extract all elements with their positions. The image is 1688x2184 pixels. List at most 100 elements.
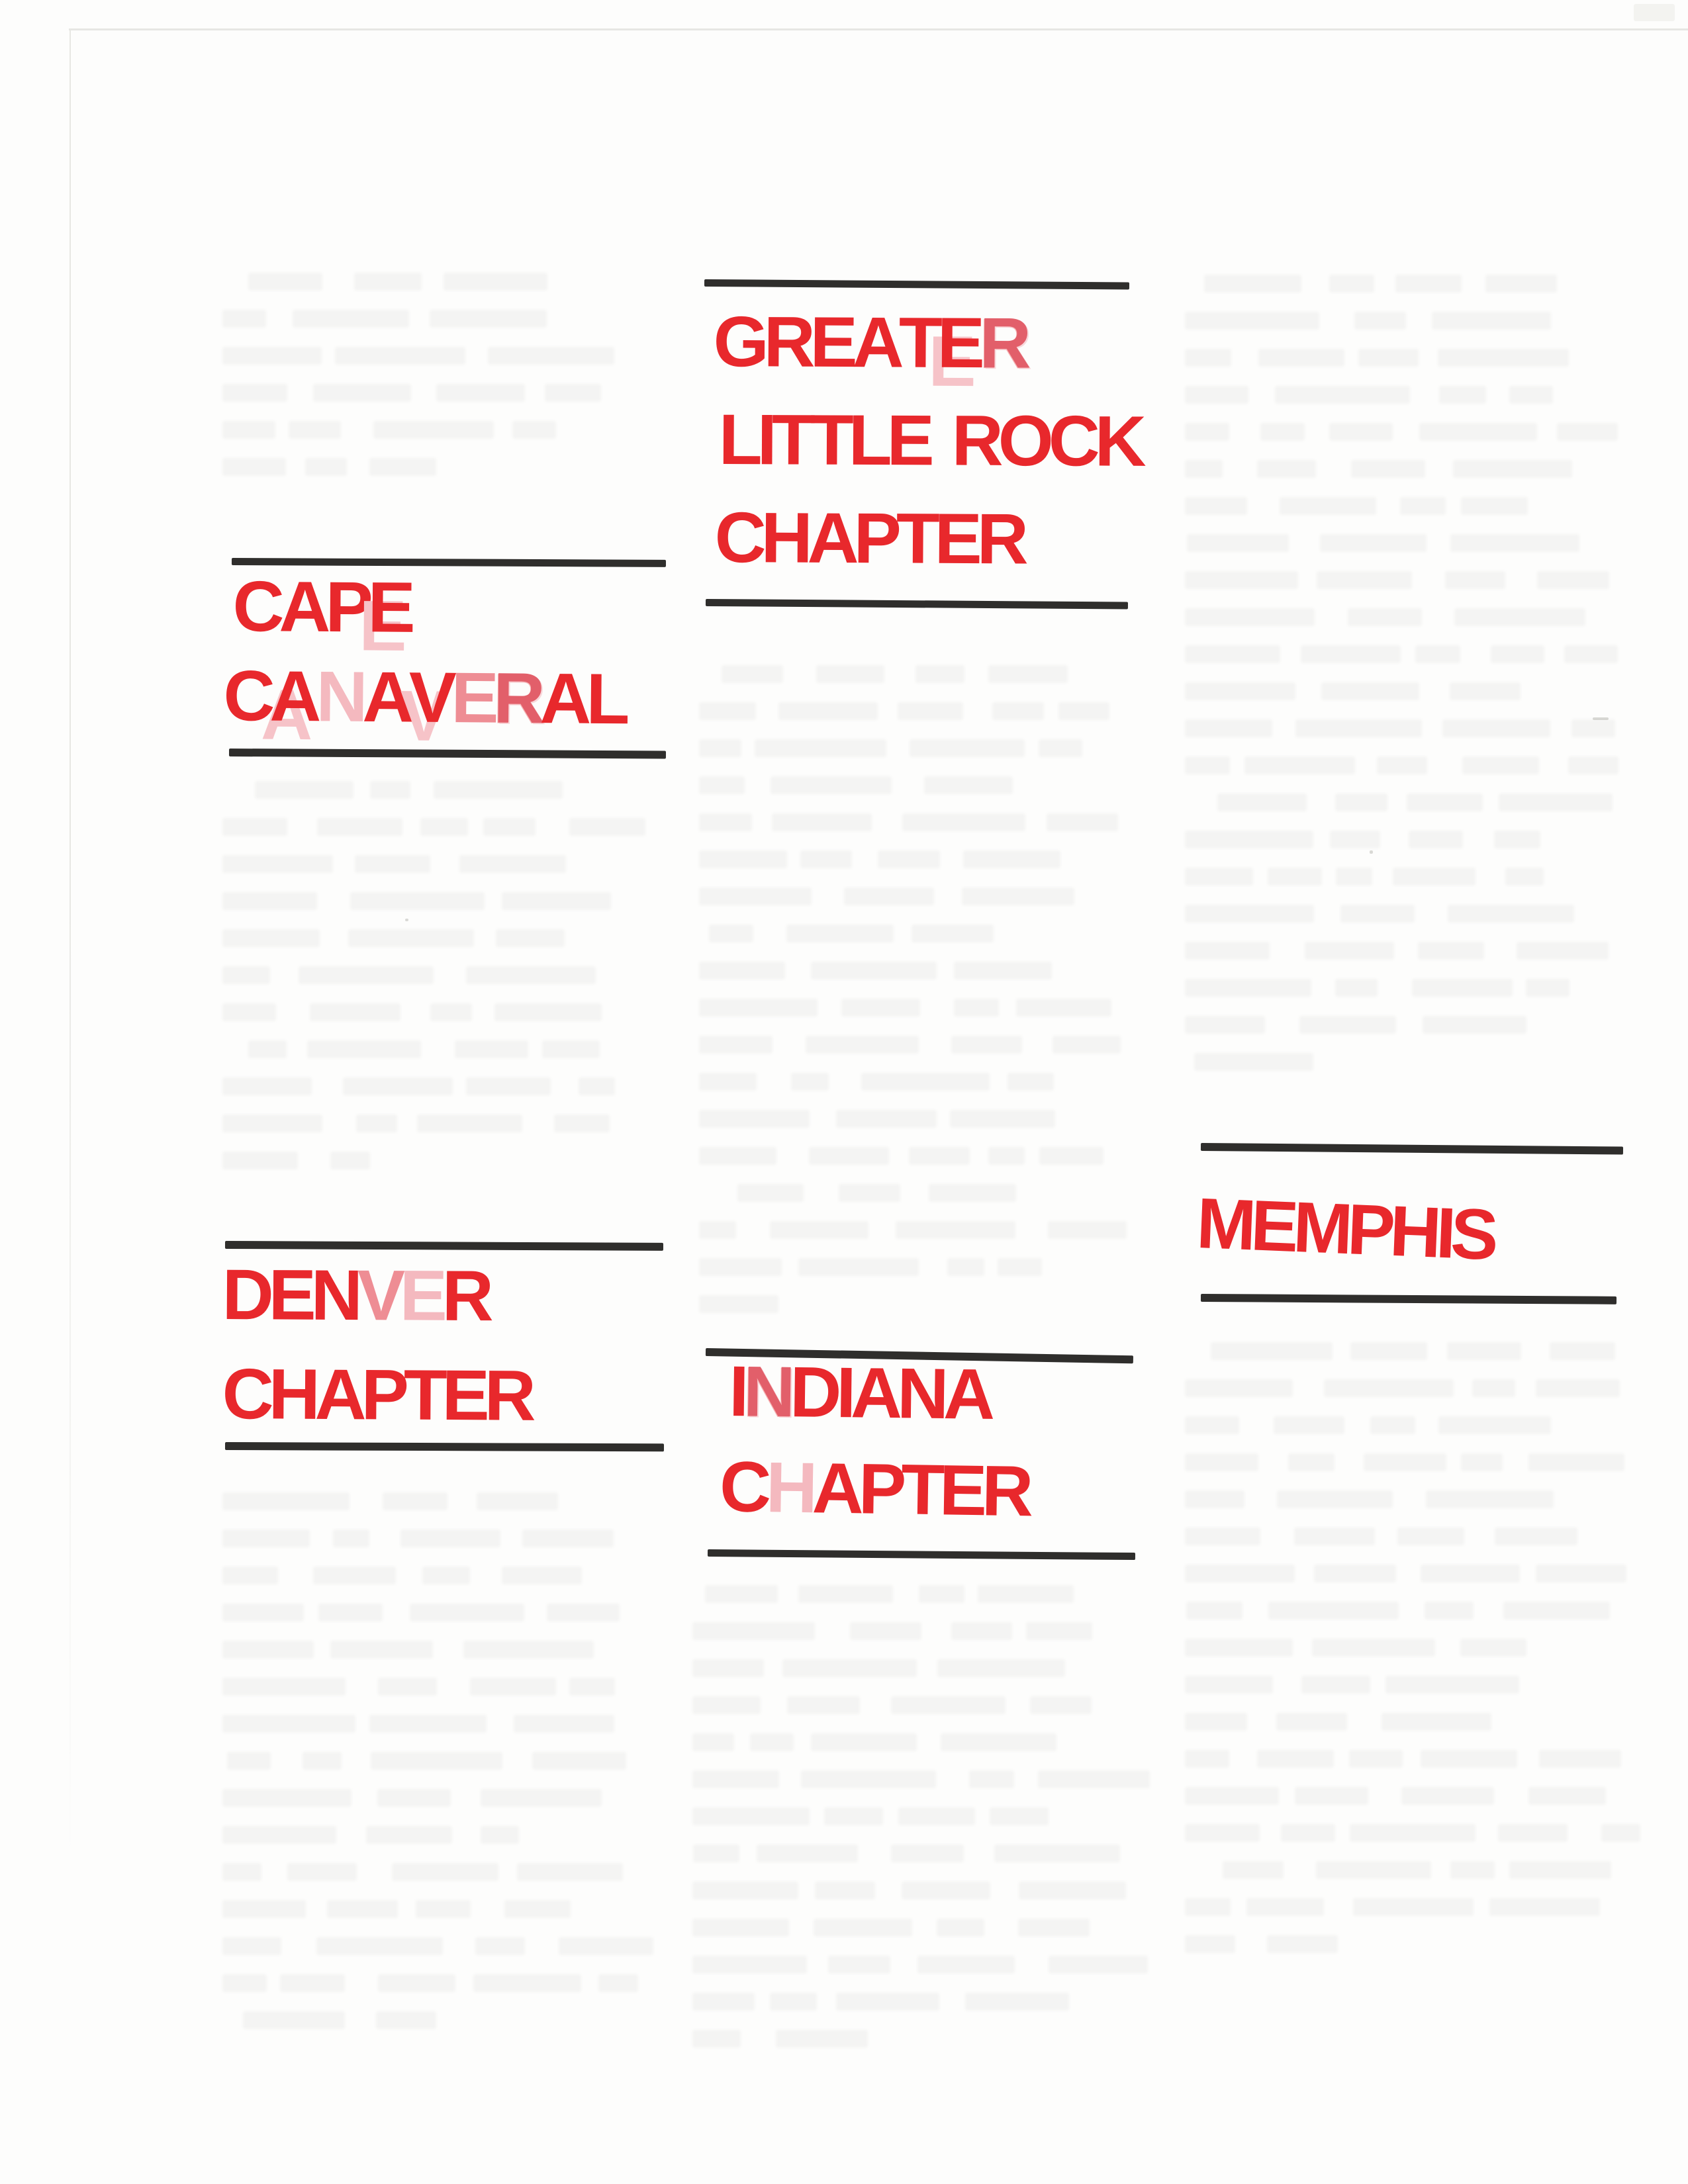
stamp-letter: H xyxy=(268,1353,316,1434)
ghost-word xyxy=(330,1152,370,1169)
ghost-word xyxy=(1312,1639,1435,1657)
ghost-text-row xyxy=(692,1844,1150,1862)
ghost-word xyxy=(814,1919,912,1936)
ghost-word xyxy=(392,1863,498,1881)
ghost-word xyxy=(222,929,320,947)
ghost-word xyxy=(917,1956,1015,1974)
ghost-word xyxy=(1217,794,1307,811)
stamp-text: DENVER xyxy=(222,1254,489,1336)
ghost-word xyxy=(1505,868,1544,886)
stamp-letter: L xyxy=(586,658,626,739)
ghost-word xyxy=(1340,905,1415,923)
ghost-word xyxy=(1185,645,1280,663)
ghost-word xyxy=(910,739,1025,757)
stamp-letter: L xyxy=(718,399,758,480)
ghost-word xyxy=(1415,645,1460,663)
ghost-word xyxy=(1185,1898,1231,1916)
ghost-word xyxy=(222,1492,350,1510)
stamp-letter: R xyxy=(981,1450,1029,1531)
ghost-word xyxy=(1353,1898,1474,1916)
ghost-text-row xyxy=(1185,571,1622,589)
stamp-letter: H xyxy=(765,1447,814,1528)
ghost-word xyxy=(422,1567,470,1584)
ghost-word xyxy=(1393,868,1476,886)
ghost-word xyxy=(420,818,468,836)
ghost-text-row xyxy=(1185,942,1622,960)
ghost-text-row xyxy=(699,702,1129,720)
stamp-letter: A xyxy=(850,1352,898,1433)
ghost-word xyxy=(1336,868,1372,886)
ghost-word xyxy=(1276,1713,1347,1731)
ghost-word xyxy=(757,1844,858,1862)
ghost-word xyxy=(962,887,1074,905)
ghost-word xyxy=(1185,460,1223,478)
ghost-word xyxy=(1509,1861,1611,1879)
ghost-word xyxy=(310,1003,400,1021)
ghost-word xyxy=(978,1585,1074,1603)
ghost-word xyxy=(1185,571,1298,589)
ghost-word xyxy=(222,855,333,873)
ghost-word xyxy=(335,347,465,365)
ghost-text-column xyxy=(222,1492,659,2047)
ghost-word xyxy=(1185,386,1248,404)
ghost-text-row xyxy=(1185,1750,1648,1768)
ghost-word xyxy=(954,999,999,1017)
ghost-word xyxy=(1568,756,1618,774)
stamp-letter: N xyxy=(896,1353,945,1433)
ghost-word xyxy=(1358,349,1419,367)
ghost-word xyxy=(816,665,884,683)
ghost-text-row xyxy=(222,1567,659,1584)
ghost-word xyxy=(222,347,322,365)
ghost-word xyxy=(222,1003,276,1021)
ghost-word xyxy=(699,776,745,794)
stamp-letter: E xyxy=(399,1255,443,1336)
ghost-word xyxy=(988,1147,1025,1165)
ghost-word xyxy=(569,818,645,836)
ghost-word xyxy=(502,892,611,910)
ghost-word xyxy=(1461,497,1528,515)
ghost-word xyxy=(470,1678,556,1696)
ghost-word xyxy=(1425,1602,1474,1619)
ghost-word xyxy=(1442,719,1550,737)
stamp-letter: D xyxy=(222,1254,269,1335)
ghost-word xyxy=(1185,979,1311,997)
ghost-word xyxy=(481,1826,519,1844)
ghost-word xyxy=(824,1807,883,1825)
stamp-letter: E xyxy=(934,498,978,579)
ghost-text-row xyxy=(1185,1527,1648,1545)
ghost-word xyxy=(1377,756,1427,774)
ghost-text-row xyxy=(222,818,654,836)
ghost-text-column xyxy=(222,781,654,1187)
ghost-word xyxy=(1397,1527,1464,1545)
ghost-word xyxy=(1305,942,1394,960)
ghost-word xyxy=(1503,1602,1610,1619)
ghost-text-row xyxy=(1185,1787,1648,1805)
ghost-word xyxy=(1461,1453,1503,1471)
ghost-text-row xyxy=(1185,1602,1648,1619)
ghost-word xyxy=(434,781,563,799)
ghost-word xyxy=(951,1036,1022,1054)
ghost-word xyxy=(416,1900,471,1918)
ghost-word xyxy=(1185,1379,1293,1397)
ghost-word xyxy=(1039,1147,1103,1165)
stamp-letter: I xyxy=(728,1351,745,1432)
ghost-word xyxy=(1049,1956,1148,1974)
ghost-word xyxy=(1185,942,1270,960)
ghost-word xyxy=(1454,608,1585,626)
ghost-text-row xyxy=(692,1770,1150,1788)
divider-rule xyxy=(1200,1143,1624,1155)
ghost-word xyxy=(1536,1565,1626,1582)
ghost-text-row xyxy=(222,1974,659,1992)
ghost-word xyxy=(222,1937,281,1955)
ghost-text-row xyxy=(1185,1861,1648,1879)
ghost-word xyxy=(839,1184,900,1202)
ghost-text-row xyxy=(222,1641,659,1659)
ghost-word xyxy=(545,384,601,402)
ghost-word xyxy=(222,1077,312,1095)
stamp-letter: M xyxy=(1291,1186,1350,1269)
ghost-text-row xyxy=(1185,1342,1648,1360)
ghost-word xyxy=(356,1115,397,1132)
stamp-letter: P xyxy=(361,1354,404,1435)
ghost-word xyxy=(1185,1453,1258,1471)
ghost-word xyxy=(1185,312,1319,330)
